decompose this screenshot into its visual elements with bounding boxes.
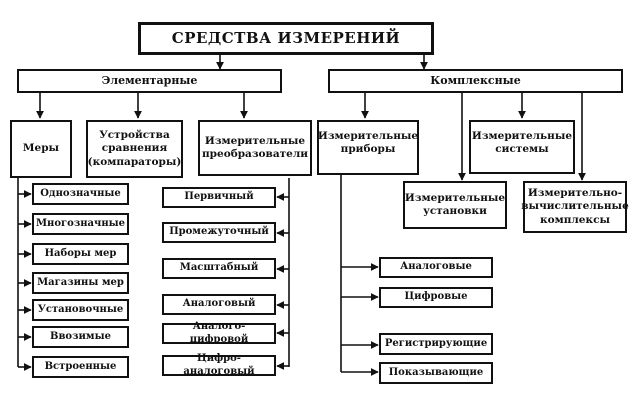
transducer-type-item: Цифро-аналоговый bbox=[162, 353, 276, 377]
measure-type-item: Установочные bbox=[32, 299, 129, 321]
root-title-box: СРЕДСТВА ИЗМЕРЕНИЙ bbox=[138, 22, 434, 55]
measure-type-item: Однозначные bbox=[32, 183, 129, 205]
category-complex: Комплексные bbox=[328, 69, 623, 93]
transducer-type-item: Промежуточный bbox=[162, 222, 276, 243]
node-comparators: Устройства сравнения (компараторы) bbox=[86, 120, 183, 178]
measure-type-item: Наборы мер bbox=[32, 243, 129, 265]
transducer-type-item: Первичный bbox=[162, 187, 276, 208]
node-systems: Измерительные системы bbox=[469, 120, 575, 174]
node-instruments: Измерительные приборы bbox=[317, 120, 419, 175]
transducer-type-item: Масштабный bbox=[162, 258, 276, 279]
instrument-type-item: Аналоговые bbox=[379, 257, 493, 278]
instrument-type-item: Регистрирующие bbox=[379, 333, 493, 355]
instrument-type-item: Показывающие bbox=[379, 362, 493, 384]
measure-type-item: Многозначные bbox=[32, 213, 129, 235]
transducer-type-item: Аналоговый bbox=[162, 294, 276, 315]
node-measures: Меры bbox=[10, 120, 72, 178]
node-installations: Измерительные установки bbox=[403, 181, 507, 229]
node-transducers: Измерительные преобразователи bbox=[198, 120, 312, 176]
measure-type-item: Встроенные bbox=[32, 356, 129, 378]
transducer-type-item: Аналого-цифровой bbox=[162, 321, 276, 345]
measure-type-item: Магазины мер bbox=[32, 272, 129, 294]
node-computing-complexes: Измерительно-вычислительные комплексы bbox=[521, 181, 629, 233]
category-elementary: Элементарные bbox=[17, 69, 282, 93]
measure-type-item: Ввозимые bbox=[32, 326, 129, 348]
instrument-type-item: Цифровые bbox=[379, 287, 493, 308]
